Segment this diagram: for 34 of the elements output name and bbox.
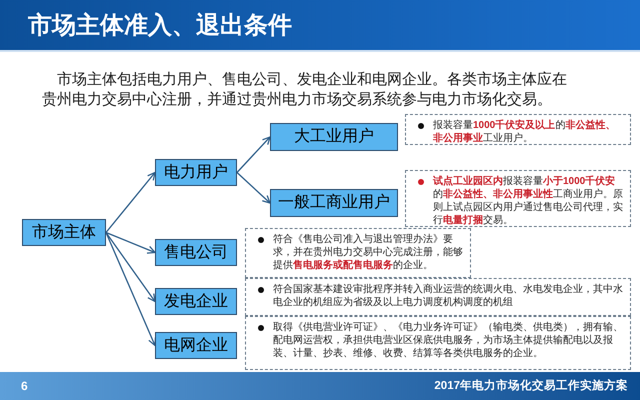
slide-title: 市场主体准入、退出条件 bbox=[28, 11, 292, 41]
category-box bbox=[22, 219, 106, 246]
category-box bbox=[270, 189, 398, 217]
note-text: 取得《供电营业许可证》、《电力业务许可证》（输电类、供电类），拥有输、配电网运营权，承担供电营业区保底供电服务，为市场主体提供输配电以及报装、计量、抄表、维修、收费、结算等各类供电服务的企业。 bbox=[273, 321, 624, 360]
arrow bbox=[236, 172, 271, 204]
footer-text: 2017年电力市场化交易工作实施方案 bbox=[434, 379, 628, 393]
category-box bbox=[155, 239, 237, 266]
page-number: 6 bbox=[21, 379, 28, 393]
category-box bbox=[155, 159, 237, 186]
note-text: 试点工业园区内报装容量小于1000千伏安的非公益性、非公用事业性工商业用户。原则上试点园区内用户通过售电公司代理，实行电量打捆交易。 bbox=[433, 175, 624, 227]
category-box bbox=[155, 332, 237, 359]
note-box bbox=[245, 228, 471, 278]
category-label: 一般工商业用户 bbox=[278, 195, 390, 211]
category-label: 电网企业 bbox=[164, 338, 228, 354]
category-label: 电力用户 bbox=[164, 164, 228, 180]
arrow bbox=[236, 136, 271, 173]
note-box bbox=[245, 316, 631, 370]
arrow bbox=[106, 232, 156, 254]
intro-paragraph: 市场主体包括电力用户、售电公司、发电企业和电网企业。各类市场主体应在贵州电力交易中心注册，并通过贵州电力市场交易系统参与电力市场化交易。 bbox=[42, 70, 568, 110]
arrow bbox=[106, 172, 156, 233]
category-label: 市场主体 bbox=[32, 224, 96, 240]
category-label: 售电公司 bbox=[164, 244, 228, 260]
arrow bbox=[105, 232, 156, 302]
note-text: 报装容量1000千伏安及以上的非公益性、非公用事业工业用户。 bbox=[433, 119, 616, 145]
category-box bbox=[155, 288, 237, 315]
arrow bbox=[105, 232, 156, 346]
category-box bbox=[270, 123, 398, 151]
note-box bbox=[245, 278, 631, 316]
note-box bbox=[405, 170, 631, 227]
note-text: 符合《售电公司准入与退出管理办法》要求，并在贵州电力交易中心完成注册，能够提供售电服务或配售电服务的企业。 bbox=[273, 233, 464, 272]
note-text: 符合国家基本建设审批程序并转入商业运营的统调火电、水电发电企业，其中水电企业的机组应为省级及以上电力调度机构调度的机组 bbox=[273, 283, 624, 309]
category-label: 发电企业 bbox=[164, 294, 228, 310]
note-box bbox=[405, 114, 631, 145]
category-label: 大工业用户 bbox=[294, 129, 374, 145]
